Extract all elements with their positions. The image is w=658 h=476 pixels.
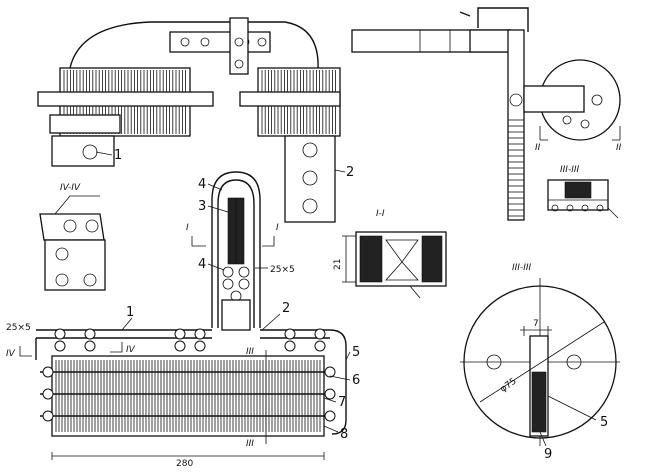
bolt [324,366,336,378]
callout-4-top: 4 [198,177,206,192]
bolt [42,410,54,422]
section-iii-iii-circle: III-III [512,263,532,273]
callout-5-bottom: 5 [352,345,360,360]
dim-280: 280 [176,459,193,469]
bolt [54,328,66,340]
dim-25x5-center: 25×5 [270,265,295,275]
bolt [284,328,296,340]
bolt [174,340,186,352]
section-ii-left: II [535,143,541,153]
callout-1-top: 1 [114,148,122,163]
section-iii-iii-top: III-III [560,165,580,175]
bolt [54,340,66,352]
callout-5-round: 5 [600,415,608,430]
section-iii-detail [547,179,619,219]
round-section [460,278,620,447]
dim-21: 21 [333,259,343,270]
side-busbar-vertical [507,29,525,221]
resistor-bank [35,328,347,460]
section-i-left: I [186,223,189,233]
callout-2-top: 2 [346,165,354,180]
i-i-section [342,231,447,299]
bolt [284,340,296,352]
dim-25x5-left: 25×5 [6,323,31,333]
bolt [42,366,54,378]
callout-6: 6 [352,373,360,388]
top-assembly [37,17,341,223]
left-clamp [49,114,121,134]
side-view [351,7,621,221]
section-i-right: I [276,223,279,233]
bolt [314,328,326,340]
section-iv-iv: IV-IV [60,183,81,193]
bolt [194,340,206,352]
callout-8: 8 [340,427,348,442]
clamp-bar [169,31,271,53]
callout-9: 9 [544,447,552,462]
bolt [84,340,96,352]
dim-7: 7 [533,319,539,329]
section-iii-bottom-mark: III [246,439,254,449]
left-tie-rod [37,91,214,107]
bolt [314,340,326,352]
iv-iv-view [39,195,106,291]
callout-2-bottom: 2 [282,301,290,316]
callout-1-bottom: 1 [126,305,134,320]
right-tie-rod [239,91,341,107]
bolt [324,410,336,422]
bolt [42,388,54,400]
callout-3: 3 [198,199,206,214]
busbar-arch [69,21,319,71]
section-iv-left: IV [6,349,16,359]
section-iv-right: IV [126,345,136,355]
callout-7: 7 [338,395,346,410]
bolt [194,328,206,340]
bolt [174,328,186,340]
section-ii-right: II [616,143,622,153]
section-i-i: I-I [376,209,385,219]
center-loop [211,171,261,331]
section-iii-top-mark: III [246,347,254,357]
right-terminal-plate [284,135,336,223]
bolt [84,328,96,340]
bolt [324,388,336,400]
callout-4-bottom: 4 [198,257,206,272]
